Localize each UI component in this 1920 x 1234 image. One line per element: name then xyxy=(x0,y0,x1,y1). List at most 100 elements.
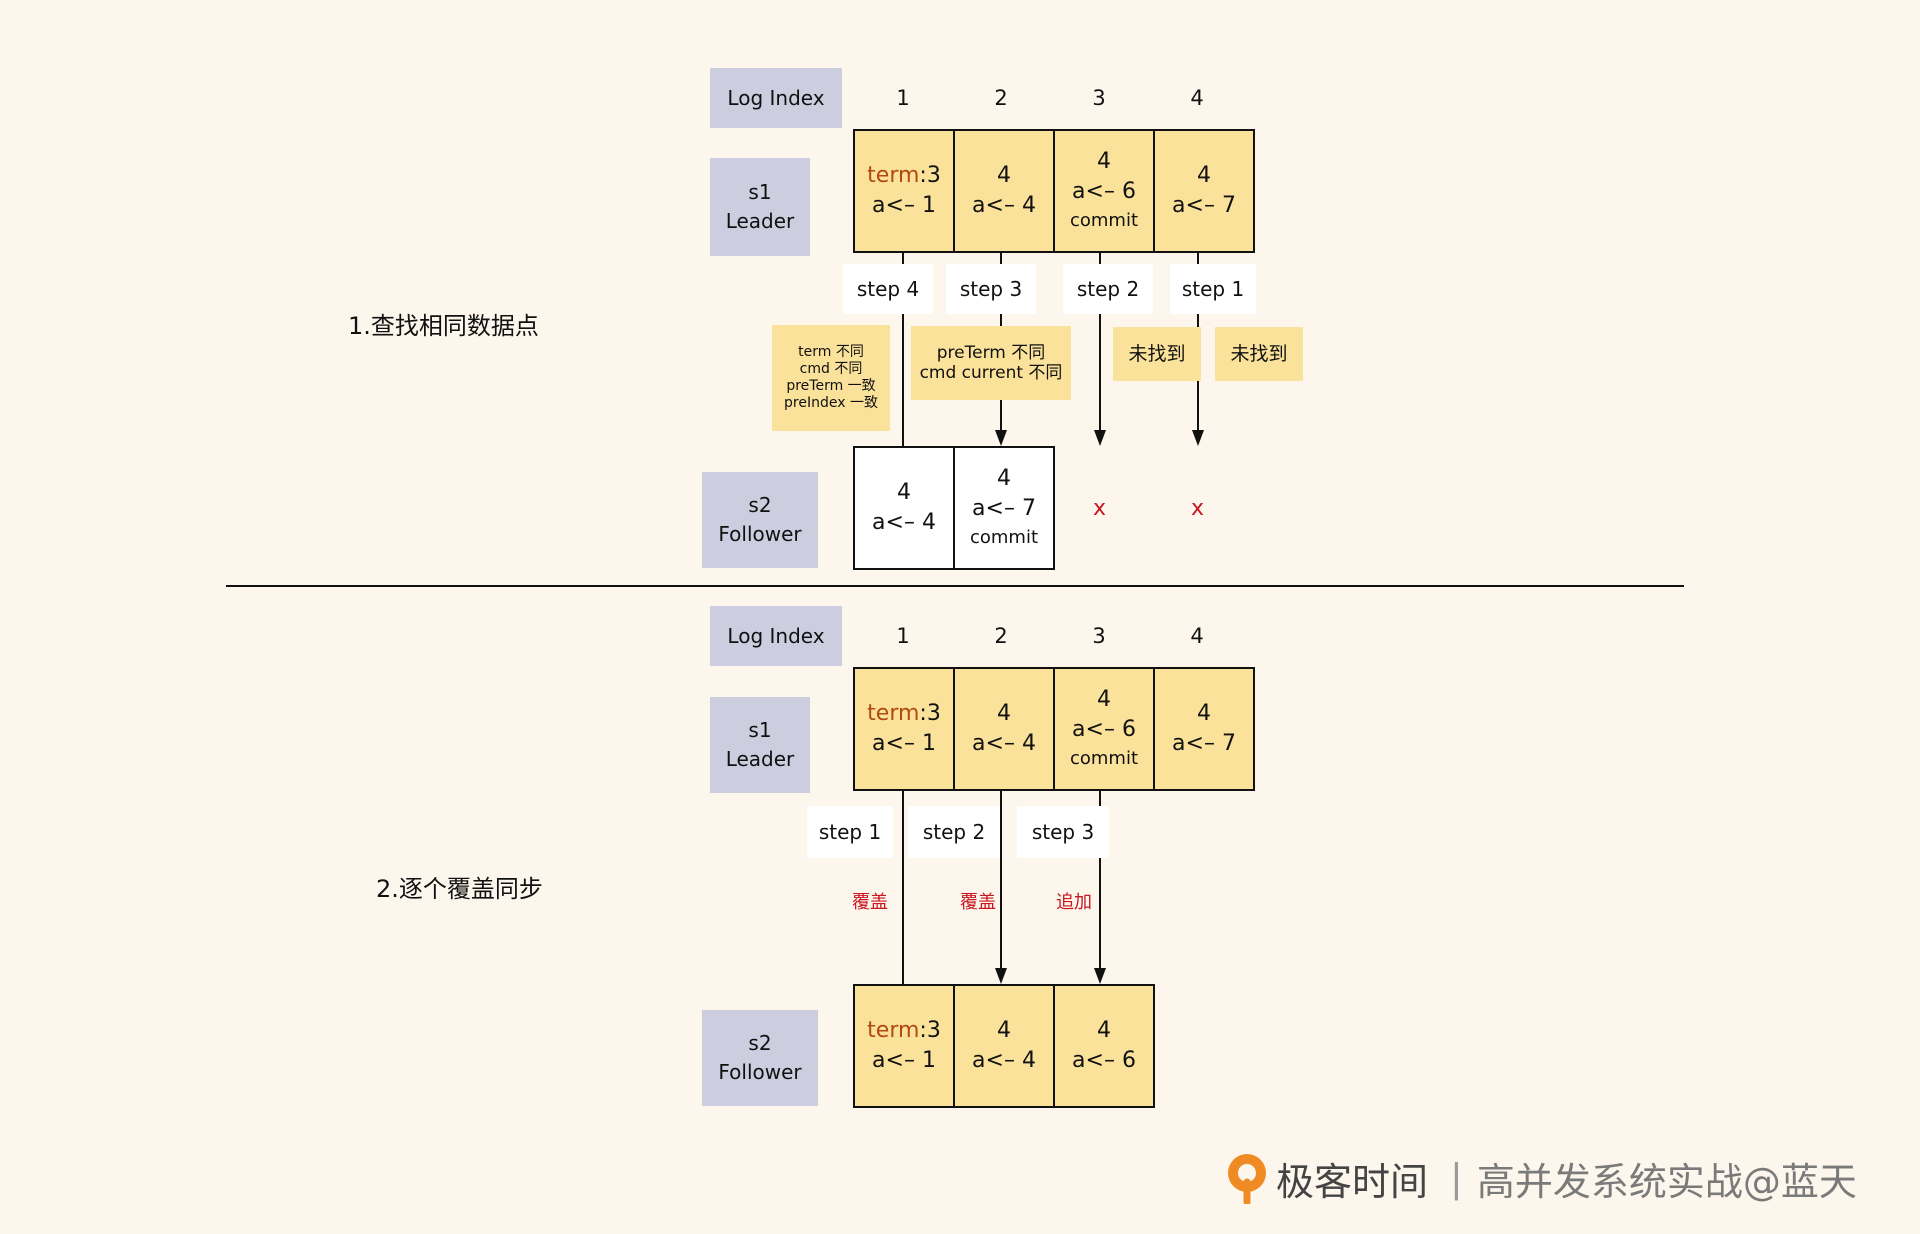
term-diff-note: term 不同 cmd 不同 preTerm 一致 preIndex 一致 xyxy=(772,325,890,431)
s1-leader-label: s1 Leader xyxy=(710,697,810,793)
s2-follower-label: s2 Follower xyxy=(702,1010,818,1106)
server-role: Leader xyxy=(725,209,795,233)
log-entry: 4 a<– 7 xyxy=(1155,669,1253,789)
term-value: :3 xyxy=(919,1018,941,1043)
command: a<– 7 xyxy=(1172,193,1236,218)
s1-arrow-idx3 xyxy=(1094,430,1106,446)
index-1: 1 xyxy=(896,624,910,648)
log-entry: 4 a<– 7 commit xyxy=(955,448,1053,568)
server-name: s2 xyxy=(748,493,772,517)
server-role: Follower xyxy=(718,522,802,546)
term-value: 4 xyxy=(1097,149,1111,174)
term-value: 4 xyxy=(1097,687,1111,712)
command: a<– 4 xyxy=(972,731,1036,756)
missing-entry-mark: x xyxy=(1191,496,1205,521)
log-index-numbers: 1 2 3 4 xyxy=(854,86,1246,110)
note-line: preTerm 不同 xyxy=(936,343,1046,363)
log-index-text: Log Index xyxy=(727,623,825,648)
log-entry: term:3 a<– 1 xyxy=(855,131,955,251)
s1-leader-label: s1 Leader xyxy=(710,158,810,256)
s2-follower-log: term:3 a<– 1 4 a<– 4 4 a<– 6 xyxy=(853,984,1155,1108)
s1-leader-log: term:3 a<– 1 4 a<– 4 4 a<– 6 commit 4 a<… xyxy=(853,129,1255,253)
footer-watermark: 极客时间 | 高并发系统实战@蓝天 xyxy=(1224,1150,1857,1206)
step-label: step 1 xyxy=(807,806,893,858)
server-name: s2 xyxy=(748,1031,772,1055)
s2-arrow-idx2 xyxy=(995,968,1007,984)
command: a<– 6 xyxy=(1072,717,1136,742)
term-value: :3 xyxy=(919,163,941,188)
s2-arrow-idx3 xyxy=(1094,968,1106,984)
note-line: cmd 不同 xyxy=(799,361,863,377)
term-value: 4 xyxy=(1197,163,1211,188)
index-4: 4 xyxy=(1190,86,1204,110)
index-3: 3 xyxy=(1092,86,1106,110)
step-label: step 1 xyxy=(1170,264,1256,314)
step-label: step 4 xyxy=(843,264,933,314)
term-key: term xyxy=(867,163,920,188)
term-key: term xyxy=(867,1018,920,1043)
note-line: preIndex 一致 xyxy=(784,395,878,411)
separator: | xyxy=(1450,1156,1463,1200)
step-label: step 3 xyxy=(946,264,1036,314)
index-4: 4 xyxy=(1190,624,1204,648)
action-label: 追加 xyxy=(1056,892,1092,913)
command: a<– 7 xyxy=(972,496,1036,521)
command: a<– 6 xyxy=(1072,1048,1136,1073)
action-label: 覆盖 xyxy=(960,892,996,913)
command: a<– 4 xyxy=(972,193,1036,218)
command: a<– 1 xyxy=(872,731,936,756)
course-name: 高并发系统实战@蓝天 xyxy=(1476,1159,1857,1204)
log-entry: 4 a<– 6 commit xyxy=(1055,669,1155,789)
step-label: step 2 xyxy=(1063,264,1153,314)
term-value: 4 xyxy=(897,480,911,505)
preterm-diff-note: preTerm 不同 cmd current 不同 xyxy=(911,326,1071,400)
log-entry: 4 a<– 4 xyxy=(955,986,1055,1106)
log-index-numbers: 1 2 3 4 xyxy=(854,624,1246,648)
log-index-label: Log Index xyxy=(710,68,842,128)
command: a<– 4 xyxy=(972,1048,1036,1073)
log-entry: 4 a<– 6 commit xyxy=(1055,131,1155,251)
server-role: Leader xyxy=(725,747,795,771)
log-entry: term:3 a<– 1 xyxy=(855,669,955,789)
term-key: term xyxy=(867,701,920,726)
command: a<– 7 xyxy=(1172,731,1236,756)
note-line: term 不同 xyxy=(798,344,864,360)
log-entry: 4 a<– 4 xyxy=(855,448,955,568)
not-found-note: 未找到 xyxy=(1113,327,1201,381)
commit-flag: commit xyxy=(1069,748,1139,769)
section-2-title: 2.逐个覆盖同步 xyxy=(376,875,543,903)
server-name: s1 xyxy=(748,718,772,742)
term-value: 4 xyxy=(997,1018,1011,1043)
log-entry: 4 a<– 4 xyxy=(955,669,1055,789)
not-found-note: 未找到 xyxy=(1215,327,1303,381)
command: a<– 1 xyxy=(872,193,936,218)
note-line: preTerm 一致 xyxy=(786,378,876,394)
command: a<– 6 xyxy=(1072,179,1136,204)
geektime-logo-icon xyxy=(1228,1154,1266,1204)
index-3: 3 xyxy=(1092,624,1106,648)
log-index-label: Log Index xyxy=(710,606,842,666)
log-index-text: Log Index xyxy=(727,85,825,110)
term-value: 4 xyxy=(997,466,1011,491)
step-label: step 2 xyxy=(908,806,1000,858)
s1-arrow-idx4 xyxy=(1192,430,1204,446)
brand-name: 极客时间 xyxy=(1276,1159,1429,1204)
missing-entry-mark: x xyxy=(1093,496,1107,521)
commit-flag: commit xyxy=(969,527,1039,548)
server-role: Follower xyxy=(718,1060,802,1084)
s1-leader-log: term:3 a<– 1 4 a<– 4 4 a<– 6 commit 4 a<… xyxy=(853,667,1255,791)
term-value: 4 xyxy=(1097,1018,1111,1043)
s1-arrow-idx2 xyxy=(995,430,1007,446)
section-1-title: 1.查找相同数据点 xyxy=(348,312,539,340)
term-value: 4 xyxy=(1197,701,1211,726)
log-entry: 4 a<– 6 xyxy=(1055,986,1153,1106)
log-entry: 4 a<– 4 xyxy=(955,131,1055,251)
step-label: step 3 xyxy=(1017,806,1109,858)
term-value: 4 xyxy=(997,701,1011,726)
server-name: s1 xyxy=(748,180,772,204)
index-1: 1 xyxy=(896,86,910,110)
index-2: 2 xyxy=(994,86,1008,110)
term-value: 4 xyxy=(997,163,1011,188)
s2-follower-log: 4 a<– 4 4 a<– 7 commit xyxy=(853,446,1055,570)
log-entry: 4 a<– 7 xyxy=(1155,131,1253,251)
